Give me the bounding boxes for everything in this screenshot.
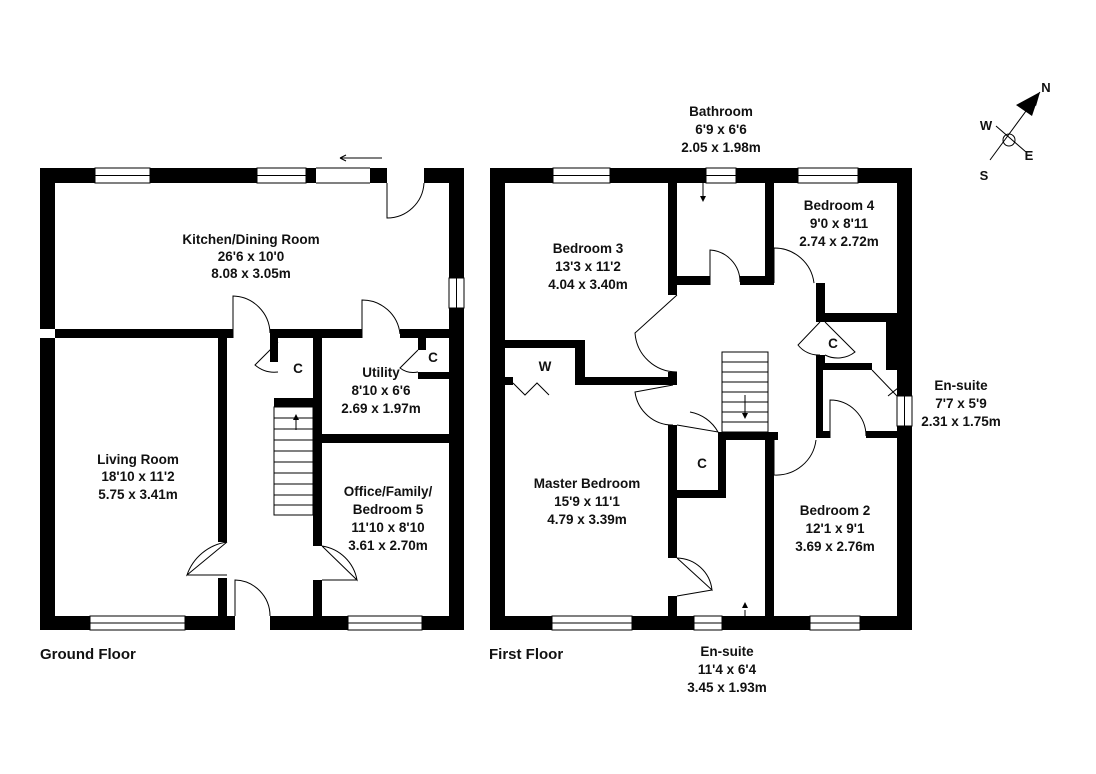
floor-label-ground: Ground Floor — [40, 646, 136, 663]
room-name: Kitchen/Dining Room — [182, 232, 319, 247]
compass: N W E S — [980, 80, 1051, 183]
room-name: En-suite — [700, 644, 754, 659]
cupboard-label: C — [428, 350, 438, 365]
room-name: Bedroom 2 — [800, 503, 871, 518]
room-office: Office/Family/ Bedroom 5 11'10 x 8'10 3.… — [344, 484, 433, 553]
room-kitchen-dining: Kitchen/Dining Room 26'6 x 10'0 8.08 x 3… — [182, 232, 319, 281]
ground-floor-walls — [40, 168, 464, 630]
room-size-metric: 2.74 x 2.72m — [799, 234, 879, 249]
room-size-imperial: 7'7 x 5'9 — [935, 396, 986, 411]
first-floor-doors — [512, 180, 904, 626]
compass-west: W — [980, 118, 993, 133]
room-bedroom-3: Bedroom 3 13'3 x 11'2 4.04 x 3.40m — [548, 241, 628, 292]
room-size-metric: 5.75 x 3.41m — [98, 487, 178, 502]
room-utility: Utility 8'10 x 6'6 2.69 x 1.97m — [341, 365, 421, 416]
room-size-imperial: 12'1 x 9'1 — [806, 521, 865, 536]
room-size-imperial: 8'10 x 6'6 — [352, 383, 411, 398]
room-size-imperial: 6'9 x 6'6 — [695, 122, 747, 137]
room-name: Office/Family/ — [344, 484, 433, 499]
cupboard-label: C — [697, 456, 707, 471]
ground-floor-windows — [89, 167, 465, 631]
room-size-metric: 2.69 x 1.97m — [341, 401, 421, 416]
room-size-imperial: 26'6 x 10'0 — [218, 249, 284, 264]
first-floor-windows — [551, 167, 913, 631]
room-master-bedroom: Master Bedroom 15'9 x 11'1 4.79 x 3.39m — [534, 476, 641, 527]
room-size-metric: 4.04 x 3.40m — [548, 277, 628, 292]
compass-south: S — [980, 168, 989, 183]
ground-stairs — [274, 414, 313, 506]
room-name: Master Bedroom — [534, 476, 641, 491]
compass-north: N — [1041, 80, 1050, 95]
floor-label-first: First Floor — [489, 646, 563, 663]
room-size-metric: 2.31 x 1.75m — [921, 414, 1001, 429]
room-size-imperial: 13'3 x 11'2 — [555, 259, 621, 274]
first-stairs — [722, 361, 768, 423]
room-name-line2: Bedroom 5 — [353, 502, 424, 517]
room-size-imperial: 15'9 x 11'1 — [554, 494, 620, 509]
room-size-metric: 2.05 x 1.98m — [681, 140, 761, 155]
room-ensuite-master: En-suite 11'4 x 6'4 3.45 x 1.93m — [687, 644, 767, 695]
room-size-imperial: 18'10 x 11'2 — [101, 469, 174, 484]
room-living: Living Room 18'10 x 11'2 5.75 x 3.41m — [97, 452, 179, 502]
room-bedroom-4: Bedroom 4 9'0 x 8'11 2.74 x 2.72m — [799, 198, 879, 249]
room-bathroom: Bathroom 6'9 x 6'6 2.05 x 1.98m — [681, 104, 761, 155]
first-floor-walls — [490, 168, 912, 630]
compass-east: E — [1025, 148, 1034, 163]
room-size-metric: 3.69 x 2.76m — [795, 539, 875, 554]
room-name: Utility — [362, 365, 400, 380]
room-size-imperial: 9'0 x 8'11 — [810, 216, 869, 231]
room-size-metric: 3.45 x 1.93m — [687, 680, 767, 695]
room-name: Bathroom — [689, 104, 753, 119]
room-name: Bedroom 4 — [804, 198, 875, 213]
room-ensuite-bedroom-2: En-suite 7'7 x 5'9 2.31 x 1.75m — [921, 378, 1001, 429]
room-bedroom-2: Bedroom 2 12'1 x 9'1 3.69 x 2.76m — [795, 503, 875, 554]
room-name: Living Room — [97, 452, 179, 467]
room-name: En-suite — [934, 378, 988, 393]
room-size-metric: 8.08 x 3.05m — [211, 266, 291, 281]
room-size-metric: 3.61 x 2.70m — [348, 538, 428, 553]
cupboard-label: C — [293, 361, 303, 376]
wardrobe-label: W — [539, 359, 552, 374]
room-size-metric: 4.79 x 3.39m — [547, 512, 627, 527]
room-size-imperial: 11'10 x 8'10 — [351, 520, 424, 535]
ground-floor-doors — [185, 154, 425, 617]
room-size-imperial: 11'4 x 6'4 — [698, 662, 757, 677]
cupboard-label: C — [828, 336, 838, 351]
room-name: Bedroom 3 — [553, 241, 624, 256]
